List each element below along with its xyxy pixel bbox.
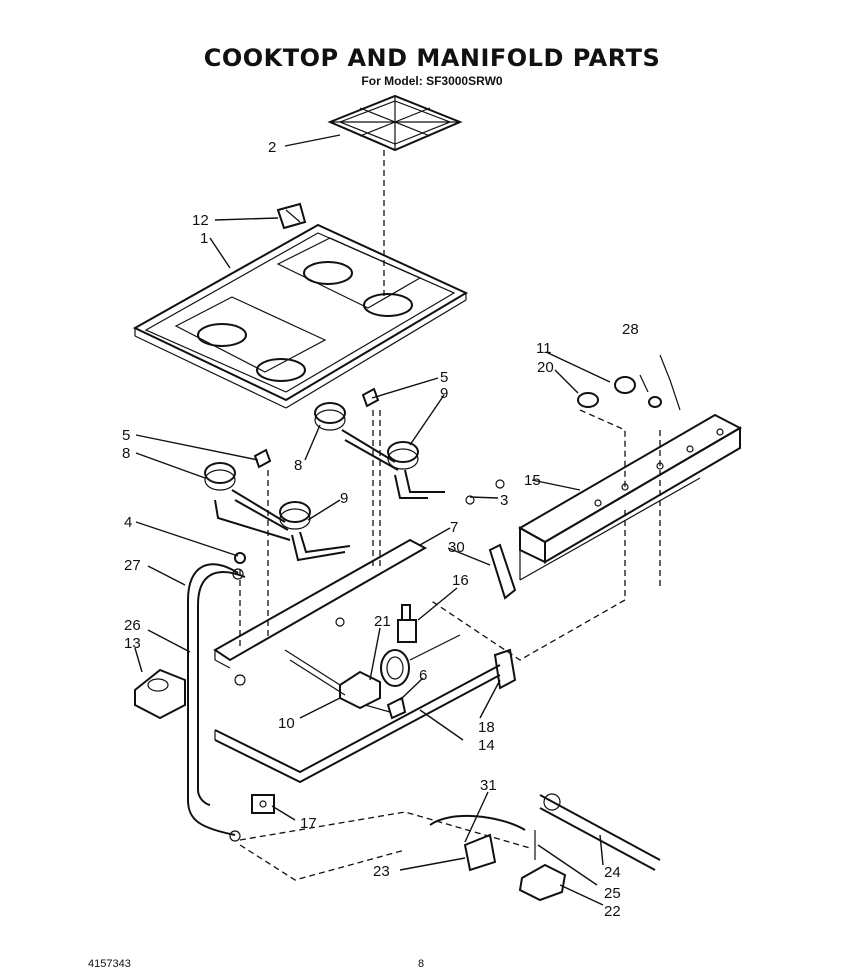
- broil-burner-drawing[interactable]: [429, 793, 661, 902]
- upper-burner-assembly-drawing[interactable]: [314, 387, 445, 499]
- manifold-panel-drawing[interactable]: [517, 413, 743, 581]
- callout-13: 13: [124, 635, 141, 652]
- callout-27: 27: [124, 557, 141, 574]
- callout-8-lower: 8: [122, 445, 130, 462]
- callout-16: 16: [452, 572, 469, 589]
- bracket-17-drawing[interactable]: [251, 794, 275, 814]
- bracket-30-drawing[interactable]: [488, 543, 517, 600]
- callout-15: 15: [524, 472, 541, 489]
- callout-9-upper: 9: [440, 385, 448, 402]
- callout-3: 3: [500, 492, 508, 509]
- bracket-18-drawing[interactable]: [493, 648, 517, 690]
- callout-21: 21: [374, 613, 391, 630]
- callout-28: 28: [622, 321, 639, 338]
- callout-12: 12: [192, 212, 209, 229]
- lower-burner-assembly-drawing[interactable]: [204, 448, 351, 562]
- pressure-regulator-drawing[interactable]: [134, 668, 186, 720]
- callout-17: 17: [300, 815, 317, 832]
- burner-grate-drawing[interactable]: [327, 94, 463, 152]
- gas-tube-drawing[interactable]: [187, 563, 246, 842]
- document-number: 4157343: [88, 958, 131, 970]
- model-subtitle: For Model: SF3000SRW0: [361, 74, 503, 88]
- nut-4-drawing[interactable]: [234, 552, 246, 564]
- callout-31: 31: [480, 777, 497, 794]
- callout-7: 7: [450, 519, 458, 536]
- oven-valve-assembly-drawing[interactable]: [284, 634, 461, 720]
- page-title: COOKTOP AND MANIFOLD PARTS: [203, 44, 661, 72]
- callout-18: 18: [478, 719, 495, 736]
- page-number: 8: [418, 958, 425, 970]
- callout-14: 14: [478, 737, 495, 754]
- callout-5-lower: 5: [122, 427, 130, 444]
- callout-1: 1: [200, 230, 208, 247]
- callout-8-upper: 8: [294, 457, 302, 474]
- callout-11: 11: [536, 340, 552, 357]
- clip-part-drawing[interactable]: [276, 202, 307, 230]
- oven-tube-frame-drawing[interactable]: [214, 664, 501, 784]
- callout-9-lower: 9: [340, 490, 348, 507]
- callout-22: 22: [604, 903, 621, 920]
- callout-26: 26: [124, 617, 141, 634]
- burner-support-bracket-drawing[interactable]: [213, 538, 428, 669]
- callout-24: 24: [604, 864, 621, 881]
- callout-10: 10: [278, 715, 295, 732]
- callout-25: 25: [604, 885, 621, 902]
- callout-20: 20: [537, 359, 554, 376]
- callout-6: 6: [419, 667, 427, 684]
- safety-valve-drawing[interactable]: [397, 604, 417, 643]
- callout-2: 2: [268, 139, 276, 156]
- valve-knob-drawing[interactable]: [577, 354, 681, 411]
- callout-30: 30: [448, 539, 465, 556]
- cooktop-drawing[interactable]: [132, 223, 469, 409]
- callout-5-upper: 5: [440, 369, 448, 386]
- callout-4: 4: [124, 514, 132, 531]
- callout-23: 23: [373, 863, 390, 880]
